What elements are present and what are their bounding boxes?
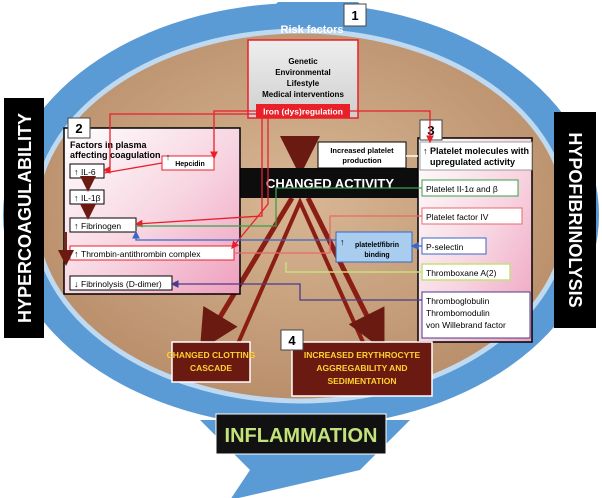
platelet-production-line1: Increased platelet (330, 146, 394, 155)
badge-2 (67, 117, 91, 139)
line-thromboxane (285, 262, 422, 273)
risk-item-medical: Medical interventions (262, 90, 344, 99)
line-thromboglobulin-fibrinolysis (170, 280, 422, 301)
badge-4-number: 4 (288, 333, 296, 348)
fibrinolysis-down-icon: ↓ (74, 279, 79, 289)
fibrinogen-label: Fibrinogen (81, 221, 121, 231)
thrombomodulin-label: Thrombomodulin (426, 308, 490, 318)
changed-activity-band (240, 168, 420, 198)
line-iron-thrombin (231, 118, 269, 250)
risk-factors-tab (276, 2, 360, 34)
risk-item-lifestyle: Lifestyle (287, 79, 320, 88)
badge-2-number: 2 (75, 121, 82, 136)
hypofibrinolysis-label: HYPOFIBRINOLYSIS (565, 132, 585, 307)
binding-up-icon: ↑ (340, 237, 345, 247)
line-pf4-thrombin (234, 215, 422, 254)
risk-item-environmental: Environmental (275, 68, 331, 77)
hypercoagulability-label: HYPERCOAGULABILITY (15, 113, 35, 323)
thromboxane-label: Thromboxane A(2) (426, 268, 497, 278)
line-iron-il6 (102, 113, 256, 174)
p-selectin-label: P-selectin (426, 242, 464, 252)
line-iron-fibrinogen (134, 118, 263, 228)
risk-factors-label: Risk factors (281, 24, 344, 36)
thrombin-label: Thrombin-antithrombin complex (81, 249, 201, 259)
inflammation-label: INFLAMMATION (225, 425, 378, 447)
clotting-cascade-line2: CASCADE (190, 363, 232, 373)
platelet-production-box (317, 141, 407, 169)
hepcidin-up-icon: ↑ (166, 152, 171, 162)
plasma-title-line1: Factors in plasma (70, 140, 148, 150)
badge-1 (343, 3, 367, 27)
erythrocyte-line3: SEDIMENTATION (327, 376, 396, 386)
platelet-title-up-icon: ↑ (423, 146, 428, 156)
binding-line2: binding (364, 252, 389, 259)
hepcidin-label: Hepcidin (175, 161, 205, 168)
changed-activity-label: CHANGED ACTIVITY (266, 176, 394, 191)
inflammation-box (215, 413, 387, 455)
line-iron-platelet (350, 110, 434, 144)
erythrocyte-line2: AGGREGABILITY AND (316, 363, 407, 373)
platelet-title-box (419, 141, 533, 171)
il6-label: IL-6 (81, 167, 96, 177)
binding-box (335, 231, 413, 263)
iron-regulation-box (256, 104, 350, 118)
arrow-activity-to-clotting (199, 196, 295, 351)
fibrinogen-up-icon: ↑ (74, 221, 79, 231)
line-il1-fibrinogen (136, 187, 422, 227)
platelet-il1-label: Platelet II-1α and β (426, 184, 498, 194)
thrombin-up-icon: ↑ (74, 249, 79, 259)
risk-item-genetic: Genetic (288, 57, 318, 66)
erythrocyte-line1: INCREASED ERYTHROCYTE (304, 350, 421, 360)
erythrocyte-box (291, 341, 433, 397)
il1b-label: IL-1β (81, 193, 101, 203)
von-willebrand-label: von Willebrand factor (426, 320, 506, 330)
clotting-cascade-box (171, 341, 251, 383)
hypofibrinolysis-banner (554, 112, 596, 328)
badge-4 (280, 329, 304, 351)
arrow-activity-to-erythrocyte (305, 196, 385, 351)
thromboglobulin-label: Thromboglobulin (426, 296, 490, 306)
line-binding-fibrinogen (132, 230, 336, 241)
plasma-title-line2: affecting coagulation (70, 150, 161, 160)
platelet-factor-iv-label: Platelet factor IV (426, 212, 489, 222)
il1b-up-icon: ↑ (74, 193, 79, 203)
platelet-title-line2: upregulated activity (430, 157, 515, 167)
badge-1-number: 1 (351, 8, 358, 23)
badge-3-number: 3 (427, 123, 434, 138)
fibrinolysis-label: Fibrinolysis (D-dimer) (81, 279, 162, 289)
iron-regulation-label: Iron (dys)regulation (263, 107, 343, 117)
platelet-title-line1: Platelet molecules with (430, 146, 529, 156)
binding-line1: platelet/fibrin (355, 242, 399, 249)
thromboglobulin-box (421, 291, 531, 339)
clotting-cascade-line1: CHANGED CLOTTING (167, 350, 256, 360)
line-hepcidin-il6 (103, 162, 163, 174)
platelet-production-line2: production (342, 156, 382, 165)
line-iron-hepcidin (210, 110, 258, 160)
hypercoagulability-banner (4, 98, 44, 338)
il6-up-icon: ↑ (74, 167, 79, 177)
